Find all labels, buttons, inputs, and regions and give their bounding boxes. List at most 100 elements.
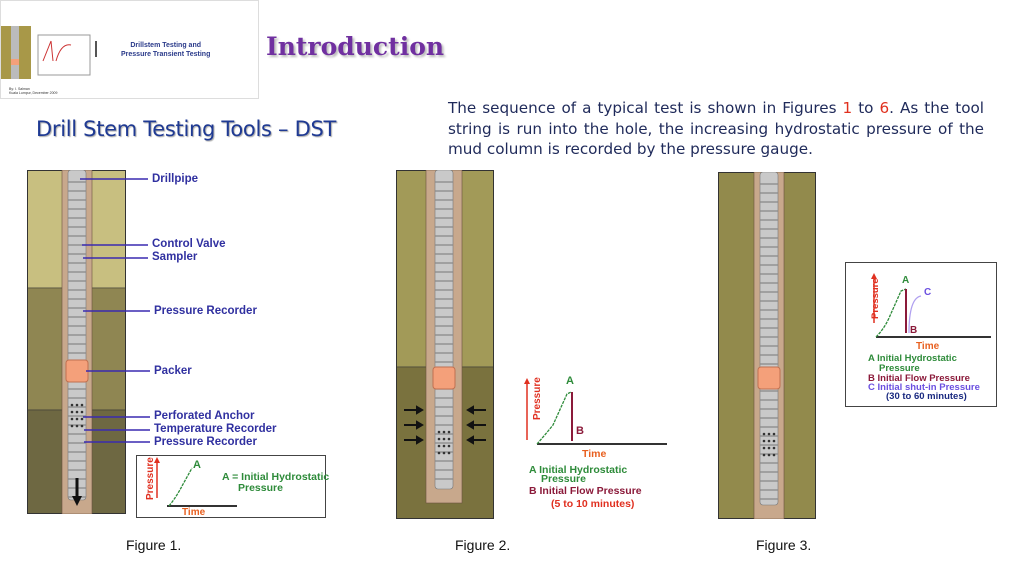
figure1-legend: A = Initial Hydrostatic [222, 471, 330, 483]
figure1-xlabel: Time [182, 507, 206, 518]
tool-string [759, 172, 779, 506]
figure2-duration: (5 to 10 minutes) [551, 498, 635, 510]
packer [65, 359, 89, 383]
perforation [767, 446, 771, 450]
figure3-xlabel: Time [916, 341, 940, 352]
perforation [447, 430, 451, 434]
perforation [442, 430, 446, 434]
figure1-ylabel: Pressure [145, 457, 156, 500]
intro-text: to [852, 99, 880, 117]
packer [757, 366, 781, 390]
label-control-valve: Control Valve [152, 238, 226, 250]
perforation [70, 410, 74, 414]
figure3-legend-a: A Initial Hydrostatic [868, 353, 957, 364]
figure2-wellbore-diagram [396, 170, 494, 519]
perforation [437, 451, 441, 455]
flow-arrow [466, 435, 486, 445]
figure3-point-b: B [910, 325, 918, 336]
perforation [762, 446, 766, 450]
figure3-ylabel: Pressure [870, 278, 881, 319]
perforation [437, 437, 441, 441]
perforation [70, 403, 74, 407]
perforation [772, 439, 776, 443]
figure1-legend-2: Pressure [238, 482, 283, 494]
perforation [80, 424, 84, 428]
label-temperature-recorder: Temperature Recorder [154, 423, 277, 435]
perforation [75, 424, 79, 428]
perforation [762, 453, 766, 457]
perforation [767, 432, 771, 436]
slide-title: Introduction [266, 32, 445, 61]
flow-arrow [466, 420, 486, 430]
figure3-point-c: C [924, 287, 932, 298]
figure2-legend-a2: Pressure [541, 473, 586, 485]
figure3-wellbore-diagram [718, 172, 816, 519]
thumbnail-author: By: I. Salman [9, 87, 30, 91]
flow-arrow [404, 405, 424, 415]
flow-arrow [404, 420, 424, 430]
perforation [75, 410, 79, 414]
slide-subtitle: Drill Stem Testing Tools – DST [36, 117, 337, 141]
title-slide-thumbnail: Drillstem Testing and Pressure Transient… [0, 0, 259, 99]
perforation [437, 430, 441, 434]
figure1-wellbore-diagram [27, 170, 126, 514]
perforation [80, 410, 84, 414]
perforation [772, 432, 776, 436]
figure1-caption: Figure 1. [126, 537, 182, 553]
label-pressure-recorder-2: Pressure Recorder [154, 436, 257, 448]
tool-string [434, 170, 454, 490]
perforation [447, 451, 451, 455]
figure2-point-b: B [576, 425, 584, 437]
figure3-pressure-chart: Pressure A B C Time A Initial Hydrostati… [845, 262, 997, 407]
figure3-legend-c: C Initial shut-in Pressure [868, 382, 980, 393]
figure-ref-start: 1 [842, 99, 853, 117]
figure3-legend-b: B Initial Flow Pressure [868, 373, 970, 384]
label-drillpipe: Drillpipe [152, 173, 199, 185]
thumbnail-title-2: Pressure Transient Testing [121, 51, 211, 58]
perforation [762, 439, 766, 443]
figure1-point-a: A [193, 459, 201, 471]
flow-arrow [404, 435, 424, 445]
arrow-head [72, 496, 82, 506]
packer [432, 366, 456, 390]
figure2-legend-a: A Initial Hydrostatic [529, 464, 628, 476]
thumbnail-date: Kuala Lumpur, December 2009 [9, 91, 58, 95]
figure-ref-end: 6 [879, 99, 890, 117]
intro-text: The sequence of a typical test is shown … [448, 99, 843, 117]
figure3-caption: Figure 3. [756, 537, 812, 553]
label-pressure-recorder: Pressure Recorder [154, 305, 257, 317]
perforation [70, 424, 74, 428]
perforation [75, 417, 79, 421]
figure2-xlabel: Time [582, 448, 607, 460]
intro-text: . As the tool string is run into the hol… [448, 99, 984, 158]
flow-arrow [466, 405, 486, 415]
perforation [437, 444, 441, 448]
figure3-chart-plot [871, 273, 991, 338]
perforation [447, 444, 451, 448]
thumbnail-title-1: Drillstem Testing and [130, 42, 202, 49]
thumbnail-graphic [1, 26, 97, 79]
figure2-caption: Figure 2. [455, 537, 511, 553]
figure2-legend-b: B Initial Flow Pressure [529, 485, 642, 497]
perforation [767, 439, 771, 443]
label-packer: Packer [154, 365, 192, 377]
label-perforated-anchor: Perforated Anchor [154, 410, 255, 422]
figure1-pressure-chart: Pressure Time A A = Initial Hydrostatic … [136, 455, 330, 518]
perforation [442, 451, 446, 455]
perforation [442, 437, 446, 441]
figure1-chart-plot [154, 457, 237, 507]
figure3-duration: (30 to 60 minutes) [886, 391, 967, 402]
perforation [772, 446, 776, 450]
figure2-ylabel: Pressure [532, 377, 543, 420]
perforation [70, 417, 74, 421]
figure2-chart-plot [524, 378, 667, 445]
perforation [80, 417, 84, 421]
perforation [80, 403, 84, 407]
figure2-pressure-chart: Pressure A B Time A Initial Hydrostatic … [515, 370, 675, 520]
intro-paragraph: The sequence of a typical test is shown … [448, 98, 984, 160]
perforation [447, 437, 451, 441]
perforation [762, 432, 766, 436]
figure2-point-a: A [566, 375, 574, 387]
perforation [442, 444, 446, 448]
label-sampler: Sampler [152, 251, 198, 263]
